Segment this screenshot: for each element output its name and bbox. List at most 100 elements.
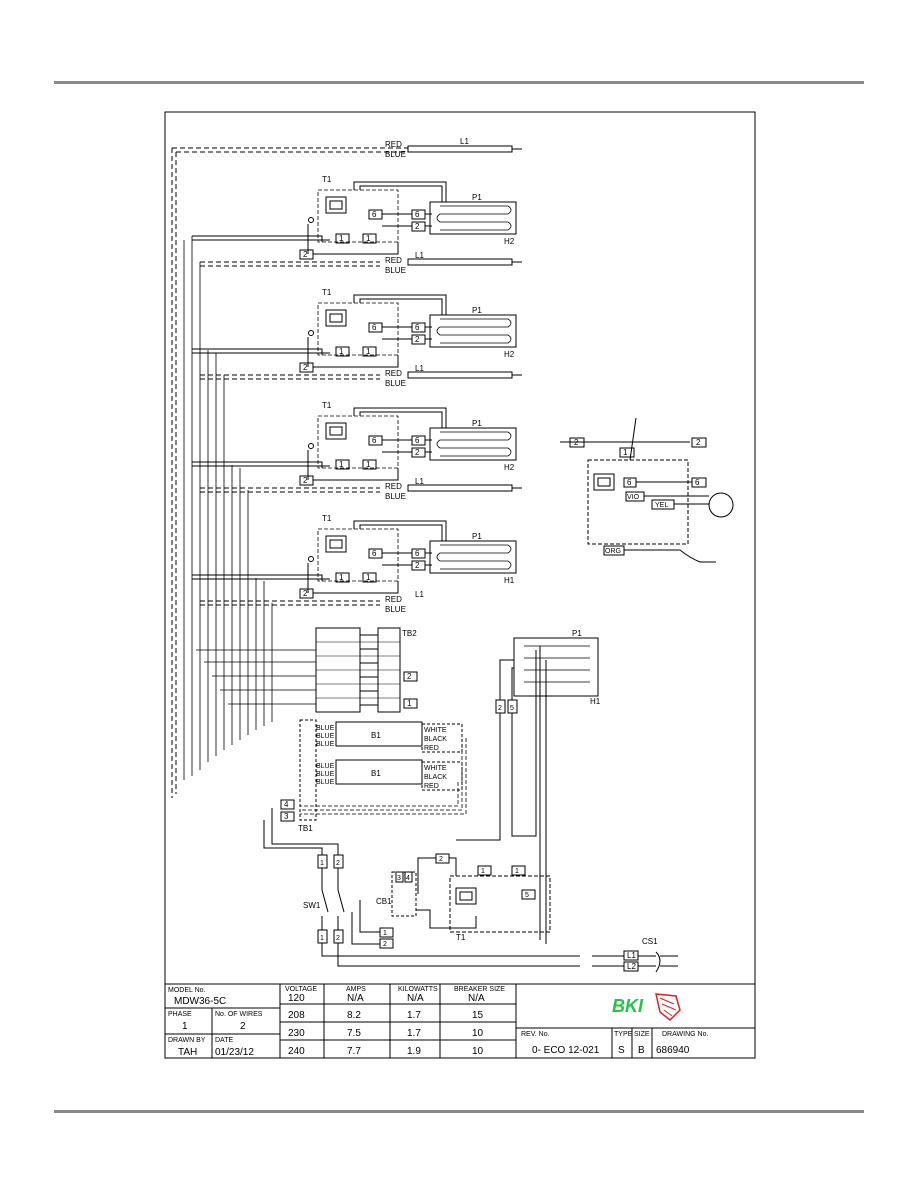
heater-unit-4 [191,484,523,606]
unit4-blue2: BLUE [385,605,406,614]
t1-w2: 2 [439,856,443,863]
phase-label: PHASE [168,1011,192,1018]
b1-lower-red: RED [424,783,439,790]
motor-w2b: 2 [696,438,701,447]
unit1-w1a: 1 [339,234,344,243]
row0-kw: N/A [407,993,424,1004]
phase-value: 1 [182,1021,188,1032]
unit4-w1b: 1 [366,573,371,582]
heater-unit-2 [191,258,523,380]
row3-breaker: 10 [472,1046,484,1057]
b1-upper-blue3: BLUE [316,741,335,748]
col-amps: AMPS [346,986,366,993]
unit4-w6a: 6 [372,549,377,558]
b1-upper-blue1: BLUE [316,725,335,732]
row2-amps: 7.5 [347,1028,361,1039]
unit1-red2: RED [385,256,402,265]
drawing-label: DRAWING No. [662,1031,708,1038]
unit1-w2: 2 [415,222,420,231]
unit4-w2b: 2 [303,589,308,598]
unit2-l1-2: L1 [415,364,424,373]
motor-w6b: 6 [695,478,700,487]
unit1-blue-label: BLUE [385,150,406,159]
b1-lower-blue2: BLUE [316,771,335,778]
row2-voltage: 230 [288,1028,305,1039]
motor-vio: VIO [627,494,640,501]
motor-w6a: 6 [627,478,632,487]
col-breaker: BREAKER SIZE [454,986,505,993]
unit2-w2: 2 [415,335,420,344]
unit3-blue2: BLUE [385,492,406,501]
unit4-p1-label: P1 [472,532,482,541]
motor-yel: YEL [655,502,668,509]
unit4-w2: 2 [415,561,420,570]
unit3-w6b: 6 [415,436,420,445]
cb1-label: CB1 [376,897,392,906]
b1-lower-blue1: BLUE [316,763,335,770]
row1-voltage: 208 [288,1010,305,1021]
drawn-value: TAH [178,1047,197,1058]
row1-amps: 8.2 [347,1010,361,1021]
h1-w2: 2 [498,705,502,712]
motor-w1: 1 [623,448,628,457]
type-label: TYPE [614,1031,633,1038]
cb1-w3: 3 [397,875,401,882]
t1-label: T1 [456,933,466,942]
unit4-l1-2: L1 [415,590,424,599]
cs1-l1: L1 [627,951,636,960]
tb2-t1: 1 [407,699,412,708]
row0-voltage: 120 [288,993,305,1004]
unit2-w6a: 6 [372,323,377,332]
unit2-w2b: 2 [303,363,308,372]
unit-labels-3: T1 P1 H2 6 6 2 1 1 2 RED BLUE L1 [303,401,515,501]
unit3-w2b: 2 [303,476,308,485]
tb1-t3: 3 [284,812,289,821]
sw1-w1a: 1 [320,860,324,867]
h1-w5: 5 [510,705,514,712]
cb1-w1: 1 [383,930,387,937]
unit2-red2: RED [385,369,402,378]
b1-upper-label: B1 [371,731,381,740]
unit4-w6b: 6 [415,549,420,558]
wires-label: No. OF WIRES [215,1011,263,1018]
cs1-label: CS1 [642,937,658,946]
bki-logo-mark [655,993,681,1022]
tb1-terminal-strip: TB1 4 3 [280,719,317,833]
unit1-p1-label: P1 [472,193,482,202]
unit1-h2-label: H2 [504,237,515,246]
unit3-h2-label: H2 [504,463,515,472]
unit1-w2b: 2 [303,250,308,259]
t1-w1a: 1 [481,868,485,875]
rev-value: 0- ECO 12-021 [532,1045,600,1056]
size-value: B [638,1045,645,1056]
motor-w2a: 2 [574,438,579,447]
unit-labels-4: T1 P1 H1 6 6 2 1 1 2 RED BLUE L1 [303,514,515,614]
unit2-w1b: 1 [366,347,371,356]
sw1-w2a: 2 [336,860,340,867]
control-section: SW1 CB1 T1 CS1 L1 L2 1 2 1 2 3 4 1 2 2 1… [263,808,678,973]
tb1-label: TB1 [298,824,313,833]
row1-breaker: 15 [472,1010,484,1021]
unit4-w1a: 1 [339,573,344,582]
t1-w5: 5 [525,892,529,899]
unit4-red2: RED [385,595,402,604]
col-kw: KILOWATTS [398,986,438,993]
row3-kw: 1.9 [407,1046,421,1057]
row3-amps: 7.7 [347,1046,361,1057]
heater-unit-3 [191,371,523,493]
unit1-blue2: BLUE [385,266,406,275]
b1-upper-blue2: BLUE [316,733,335,740]
bki-logo: BKI [612,996,644,1016]
model-value: MDW36-5C [174,996,226,1007]
unit-labels-2: T1 P1 H2 6 6 2 1 1 2 RED BLUE L1 [303,288,515,388]
unit3-t1-label: T1 [322,401,332,410]
heater-unit-1 [191,145,523,267]
sw1-w1b: 1 [320,935,324,942]
top-rule [54,81,864,84]
cs1-l2: L2 [627,962,636,971]
unit3-red2: RED [385,482,402,491]
unit-labels-1: RED BLUE L1 T1 P1 H2 6 6 2 1 1 2 RED BLU… [303,137,515,275]
unit3-w1b: 1 [366,460,371,469]
b1-lower-label: B1 [371,769,381,778]
